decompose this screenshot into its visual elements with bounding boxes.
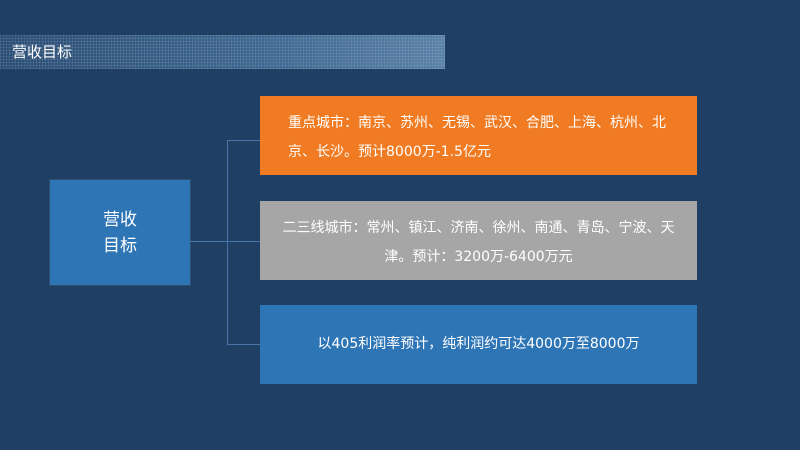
title-bar: 营收目标	[0, 35, 445, 69]
branch-key-cities-text: 重点城市：南京、苏州、无锡、武汉、合肥、上海、杭州、北京、长沙。预计8000万-…	[288, 115, 666, 160]
connector-vertical	[227, 140, 228, 344]
center-box-line1: 营收	[103, 209, 137, 230]
branch-tier2-cities-text: 二三线城市：常州、镇江、济南、徐州、南通、青岛、宁波、天津。预计：3200万-6…	[282, 220, 675, 265]
branch-tier2-cities: 二三线城市：常州、镇江、济南、徐州、南通、青岛、宁波、天津。预计：3200万-6…	[260, 201, 697, 280]
connector-horizontal-main	[190, 241, 227, 242]
connector-to-branch-2	[227, 241, 260, 242]
center-box-line2: 目标	[103, 235, 137, 256]
branch-profit-text: 以405利润率预计，纯利润约可达4000万至8000万	[317, 336, 640, 352]
slide-title: 营收目标	[12, 43, 73, 61]
center-box: 营收 目标	[50, 180, 190, 285]
connector-to-branch-1	[227, 140, 260, 141]
branch-key-cities: 重点城市：南京、苏州、无锡、武汉、合肥、上海、杭州、北京、长沙。预计8000万-…	[260, 96, 697, 175]
branch-profit: 以405利润率预计，纯利润约可达4000万至8000万	[260, 305, 697, 384]
connector-to-branch-3	[227, 344, 260, 345]
